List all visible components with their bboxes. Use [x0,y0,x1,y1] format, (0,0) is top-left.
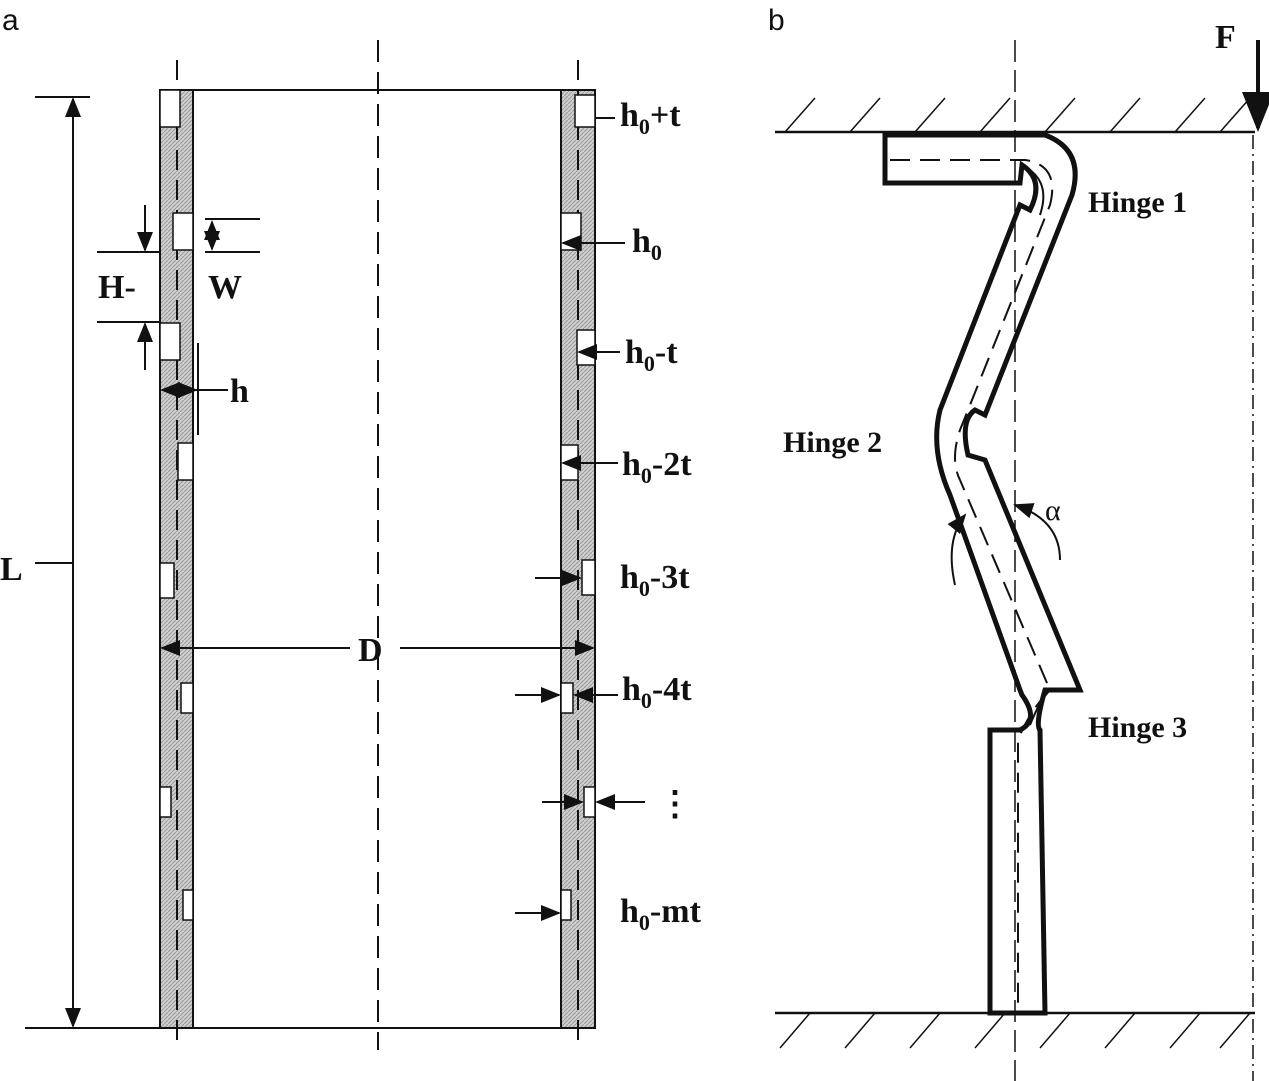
label-hinge-2: Hinge 2 [783,426,882,459]
slot-label: h0-3t [620,559,690,601]
label-hinge-3: Hinge 3 [1088,711,1187,744]
label-L: L [0,551,23,588]
label-H: H- [98,269,136,306]
label-force: F [1215,19,1236,56]
label-W: W [208,269,242,306]
buckling-diagram [775,40,1269,1081]
label-D: D [358,632,383,669]
slot-labels: h0+t h0 h0-t h0-2t h0-3t h0-4t ⋮ h0-mt [620,97,702,935]
buckled-wall [882,132,1084,1016]
slot-label: h0 [632,223,662,265]
panel-label-a: a [2,4,19,37]
slot-label: ⋮ [658,786,692,823]
slot-label: h0-t [625,334,678,376]
slot-label: h0-4t [622,671,692,713]
tube-diagram [25,40,645,1050]
label-h: h [230,373,249,410]
slot-label: h0-mt [620,893,702,935]
label-alpha: α [1045,494,1061,527]
slot-label: h0+t [620,97,681,139]
slot-label: h0-2t [622,446,692,488]
label-hinge-1: Hinge 1 [1088,186,1187,219]
panel-label-b: b [768,4,785,37]
